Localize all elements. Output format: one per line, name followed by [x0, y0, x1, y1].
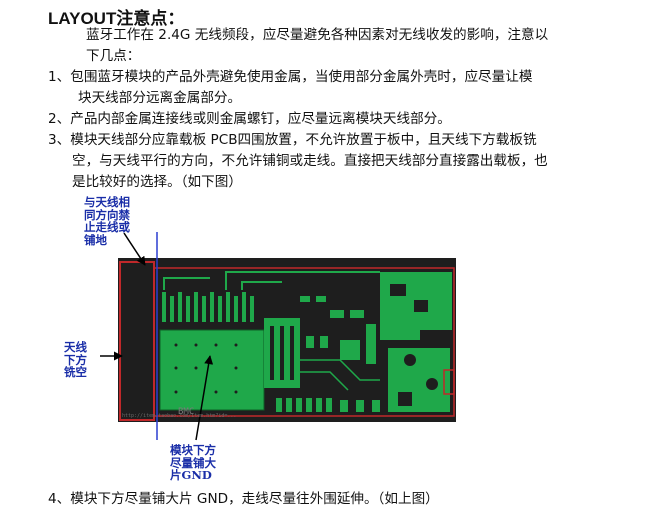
- item-1-line-2: 块天线部分远离金属部分。: [78, 90, 242, 106]
- item-3-line-2: 空，与天线平行的方向，不允许铺铜或走线。直接把天线部分直接露出载板，也: [72, 153, 548, 169]
- annotation-top: 与天线相 同方向禁 止走线或 铺地: [84, 195, 130, 247]
- url-text: http://item.taobao.com/item.htm?id=...: [122, 413, 236, 419]
- annotation-left: 天线 下方 铣空: [64, 340, 87, 379]
- item-1-line-1: 1、包围蓝牙模块的产品外壳避免使用金属，当使用部分金属外壳时，应尽量让模: [48, 69, 533, 85]
- item-3-line-1: 3、模块天线部分应靠载板 PCB四围放置，不允许放置于板中，且天线下方载板铣: [48, 132, 537, 148]
- arrow-top: [123, 232, 146, 266]
- intro-line-2: 下几点：: [86, 48, 141, 64]
- intro-line-1: 蓝牙工作在 2.4G 无线频段，应尽量避免各种因素对无线收发的影响，注意以: [86, 27, 549, 43]
- module-gnd-pour: [160, 330, 264, 410]
- item-3-line-3: 是比较好的选择。（如下图）: [72, 174, 242, 190]
- watermark-text: BMC: [178, 407, 194, 417]
- annotation-bottom: 模块下方 尽量铺大 片GND: [170, 443, 216, 482]
- arrow-bottom: [195, 355, 214, 441]
- item-2-line-1: 2、产品内部金属连接线或则金属螺钉，应尽量远离模块天线部分。: [48, 111, 451, 127]
- page-title: LAYOUT注意点：: [48, 9, 185, 28]
- item-4-line-1: 4、模块下方尽量铺大片 GND，走线尽量往外围延伸。（如上图）: [48, 491, 439, 507]
